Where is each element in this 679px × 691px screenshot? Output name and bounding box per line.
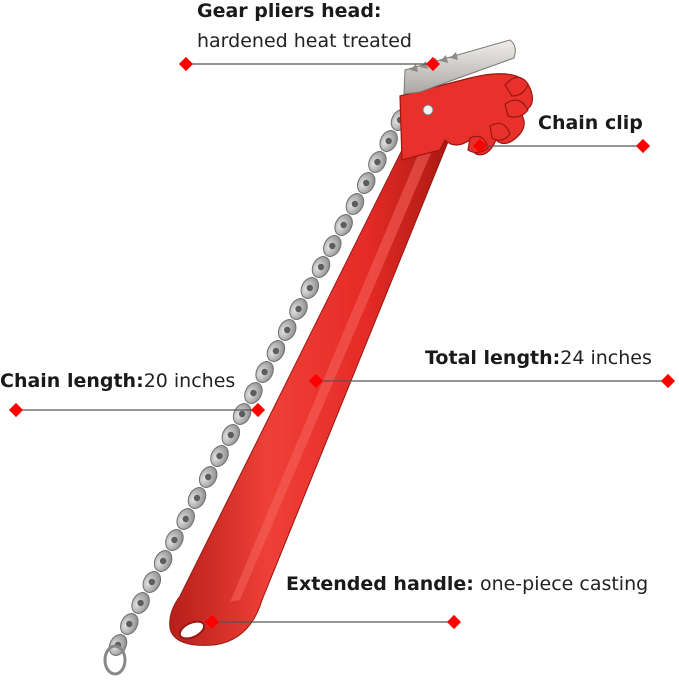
chain-pin: [261, 368, 268, 376]
chain-pin: [363, 179, 370, 187]
gear-head-detail-callout: hardened heat treated: [197, 30, 412, 53]
chain-length-callout: Chain length:20 inches: [0, 370, 235, 393]
chain-clip: [467, 76, 529, 154]
chain-length-title: Chain length:: [0, 370, 144, 392]
chain-pin: [295, 305, 302, 313]
chain-pin: [148, 578, 155, 586]
pivot-pin: [422, 104, 434, 116]
chain-clip-title: Chain clip: [538, 112, 643, 134]
callout-markers: [8, 56, 676, 630]
chain-pin: [216, 452, 223, 460]
total-length-title: Total length:: [425, 347, 561, 369]
chain-pin: [205, 473, 212, 481]
chain-pin: [126, 620, 133, 628]
gear-head-title: Gear pliers head:: [197, 0, 382, 22]
handle-highlight: [230, 146, 434, 602]
chain-pin: [193, 494, 201, 502]
chain-length-detail: 20 inches: [143, 370, 236, 392]
chain-end-ring: [103, 644, 127, 676]
chain-pin: [182, 515, 189, 523]
chain-pin: [374, 158, 381, 166]
chain-pin: [250, 389, 257, 397]
chain-pin: [272, 347, 280, 355]
chain-pin: [351, 200, 359, 208]
gear-jaw: [403, 39, 516, 95]
callout-leaders: [16, 63, 668, 623]
extended-handle-title: Extended handle:: [286, 573, 474, 595]
gear-head-detail: hardened heat treated: [197, 30, 412, 52]
chain-pin: [340, 221, 347, 229]
chain-pin: [385, 137, 392, 145]
chain-pin: [238, 410, 246, 418]
chain-clip-callout: Chain clip: [538, 112, 643, 135]
chain-pin: [306, 284, 313, 292]
chain: [108, 109, 410, 656]
extended-handle-detail: one-piece casting: [479, 573, 649, 595]
chain-pin: [159, 557, 167, 565]
total-length-detail: 24 inches: [560, 347, 652, 369]
chain-pin: [137, 599, 144, 607]
total-length-callout: Total length:24 inches: [425, 347, 652, 370]
chain-pin: [171, 536, 178, 544]
hanging-hole: [178, 620, 206, 640]
chain-pin: [284, 326, 291, 334]
extended-handle-callout: Extended handle: one-piece casting: [286, 573, 648, 596]
chain-pin: [317, 263, 325, 271]
chain-pin: [329, 242, 336, 250]
chain-pin: [227, 431, 234, 439]
gear-head-callout: Gear pliers head:: [197, 0, 382, 23]
